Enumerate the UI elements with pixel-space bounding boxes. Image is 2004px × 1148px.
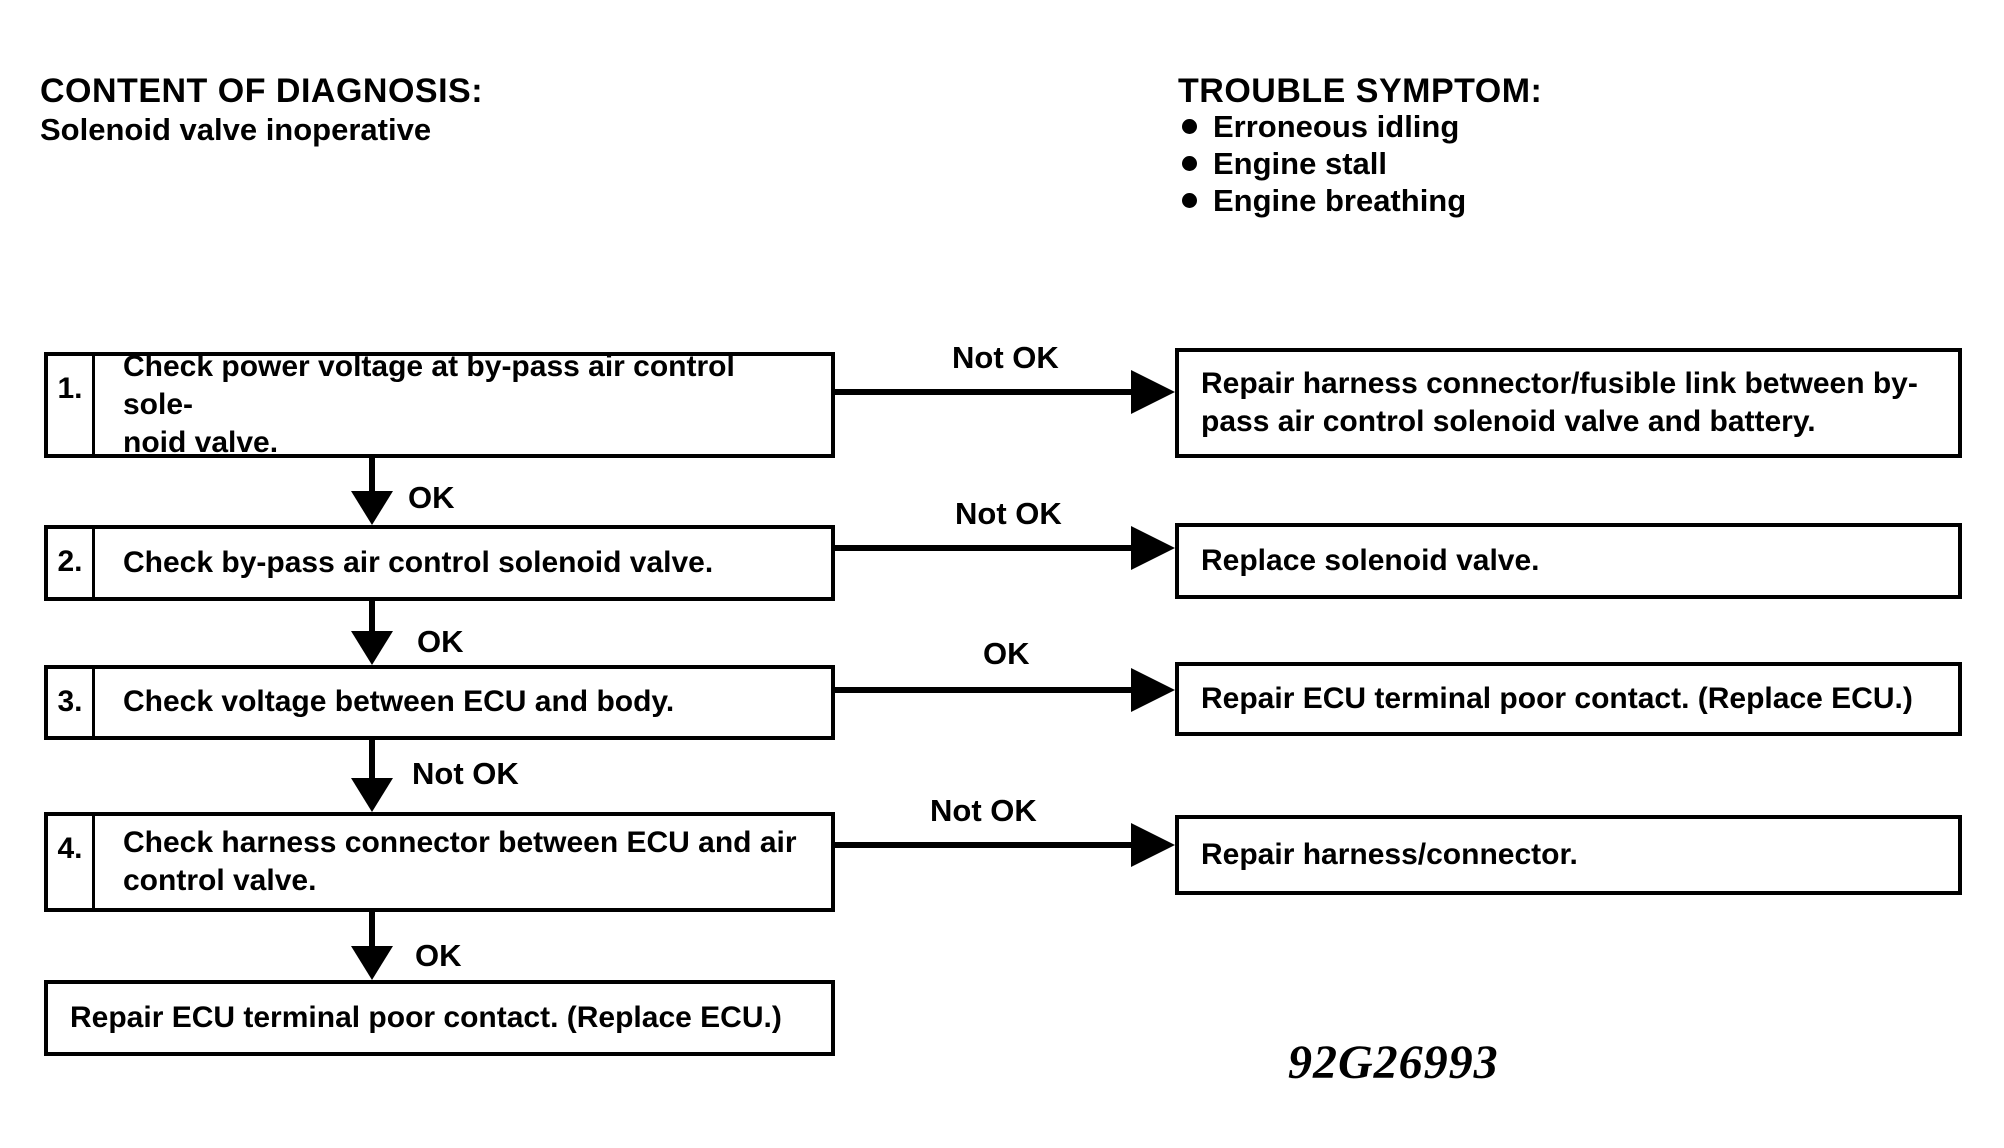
symptom-label: Engine breathing	[1213, 182, 1467, 218]
symptom-heading: TROUBLE SYMPTOM:	[1178, 72, 1543, 110]
step-2-result-box: Replace solenoid valve.	[1175, 523, 1962, 599]
step-3-result-text: Repair ECU terminal poor contact. (Repla…	[1201, 681, 1913, 715]
step-2-branch-label: Not OK	[955, 496, 1062, 531]
step-4-number: 4.	[48, 816, 95, 908]
step-1-number: 1.	[48, 356, 95, 454]
step-4-box: 4. Check harness connector between ECU a…	[44, 812, 835, 912]
arrow-line	[369, 601, 375, 635]
arrow-line	[369, 458, 375, 495]
symptom-item: Engine stall	[1182, 145, 1466, 182]
step-1-result-text: Repair harness connector/fusible link be…	[1201, 366, 1918, 438]
arrow-down-step-3	[351, 740, 393, 812]
arrow-head-icon	[351, 946, 393, 980]
bullet-icon	[1182, 193, 1197, 208]
step-2-number: 2.	[48, 529, 95, 597]
symptom-list: Erroneous idling Engine stall Engine bre…	[1182, 108, 1466, 219]
arrow-down-step-4	[351, 912, 393, 980]
arrow-head-icon	[1131, 823, 1175, 867]
arrow-line	[369, 740, 375, 782]
step-2-result-text: Replace solenoid valve.	[1201, 543, 1540, 577]
step-2-box: 2. Check by-pass air control solenoid va…	[44, 525, 835, 601]
step-3-down-label: Not OK	[412, 756, 519, 791]
arrow-line	[835, 687, 1133, 693]
symptom-item: Erroneous idling	[1182, 108, 1466, 145]
arrow-right-step-4	[835, 823, 1175, 867]
arrow-head-icon	[351, 631, 393, 665]
arrow-right-step-3	[835, 668, 1175, 712]
arrow-right-step-2	[835, 526, 1175, 570]
arrow-right-step-1	[835, 370, 1175, 414]
step-1-branch-label: Not OK	[952, 340, 1059, 375]
step-4-branch-label: Not OK	[930, 793, 1037, 828]
arrow-head-icon	[351, 491, 393, 525]
diagnosis-value: Solenoid valve inoperative	[40, 112, 432, 147]
arrow-line	[835, 545, 1133, 551]
step-3-box: 3. Check voltage between ECU and body.	[44, 665, 835, 740]
symptom-label: Engine stall	[1213, 145, 1387, 181]
step-1-text: Check power voltage at by-pass air contr…	[123, 349, 735, 460]
step-3-number: 3.	[48, 669, 95, 736]
arrow-head-icon	[351, 778, 393, 812]
arrow-down-step-2	[351, 601, 393, 665]
diagnosis-heading: CONTENT OF DIAGNOSIS:	[40, 72, 484, 110]
step-3-text: Check voltage between ECU and body.	[123, 685, 675, 719]
bullet-icon	[1182, 119, 1197, 134]
step-1-result-box: Repair harness connector/fusible link be…	[1175, 348, 1962, 458]
step-4-result-text: Repair harness/connector.	[1201, 837, 1578, 871]
step-2-text: Check by-pass air control solenoid valve…	[123, 545, 714, 579]
step-4-text: Check harness connector between ECU and …	[123, 825, 797, 897]
step-1-box: 1. Check power voltage at by-pass air co…	[44, 350, 835, 459]
arrow-line	[835, 842, 1133, 848]
step-3-result-box: Repair ECU terminal poor contact. (Repla…	[1175, 662, 1962, 736]
arrow-down-step-1	[351, 458, 393, 525]
symptom-label: Erroneous idling	[1213, 108, 1460, 144]
step-4-result-box: Repair harness/connector.	[1175, 815, 1962, 895]
step-1-down-label: OK	[408, 480, 455, 515]
arrow-line	[369, 912, 375, 950]
arrow-head-icon	[1131, 526, 1175, 570]
symptom-item: Engine breathing	[1182, 182, 1466, 219]
bullet-icon	[1182, 156, 1197, 171]
step-2-down-label: OK	[417, 624, 464, 659]
final-result-box: Repair ECU terminal poor contact. (Repla…	[44, 980, 835, 1056]
figure-code: 92G26993	[1288, 1036, 1499, 1089]
step-3-branch-label: OK	[983, 636, 1030, 671]
arrow-head-icon	[1131, 370, 1175, 414]
arrow-head-icon	[1131, 668, 1175, 712]
final-result-text: Repair ECU terminal poor contact. (Repla…	[70, 1000, 782, 1034]
arrow-line	[835, 389, 1133, 395]
step-4-down-label: OK	[415, 938, 462, 973]
